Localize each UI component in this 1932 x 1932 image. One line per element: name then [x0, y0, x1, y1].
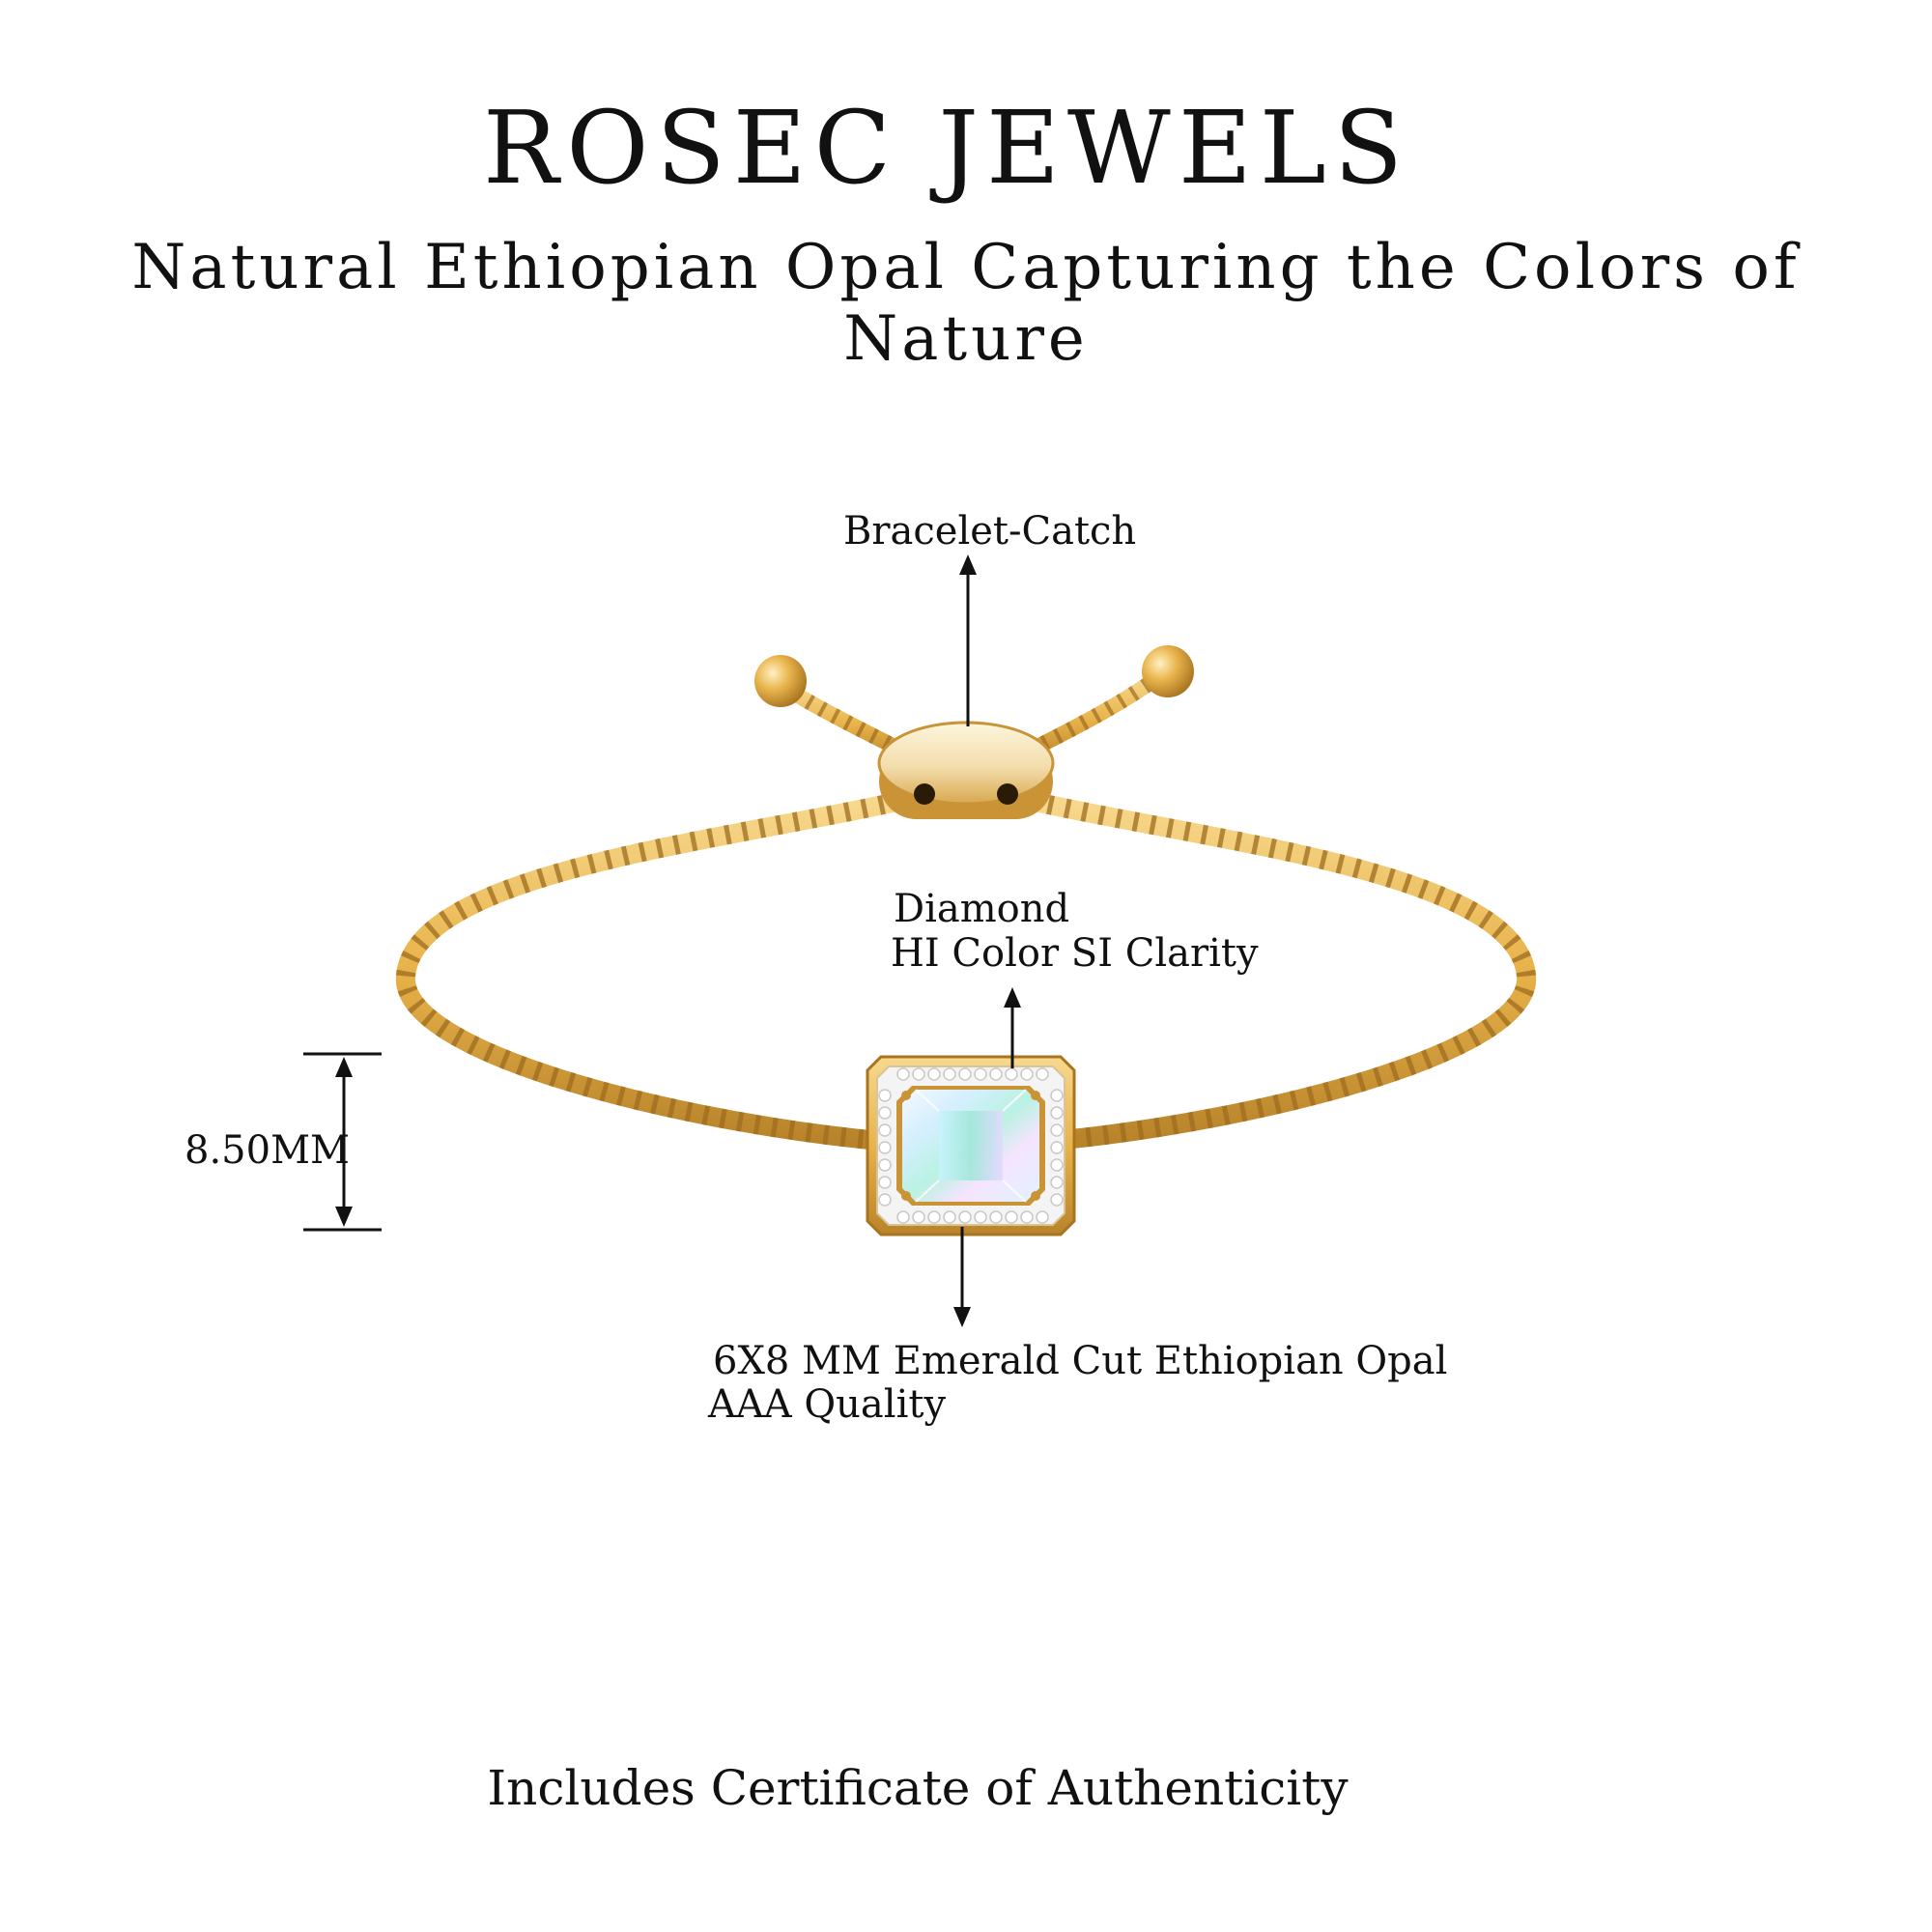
label-diamond-grade: HI Color SI Clarity — [891, 931, 1259, 976]
height-dimension — [303, 1052, 382, 1232]
certificate-note: Includes Certificate of Authenticity — [487, 1760, 1349, 1816]
bracelet-catch — [877, 721, 1055, 819]
callout-arrows — [953, 554, 1021, 1327]
label-height: 8.50MM — [185, 1128, 350, 1173]
label-diamond: Diamond — [894, 887, 1070, 931]
bracelet-chain — [395, 787, 1537, 1150]
opal-pendant — [866, 1055, 1076, 1236]
label-opal: 6X8 MM Emerald Cut Ethiopian Opal — [713, 1339, 1448, 1383]
bead-end-right — [1142, 645, 1194, 697]
label-opal-quality: AAA Quality — [708, 1382, 947, 1427]
diamond-halo — [878, 1067, 1064, 1224]
label-bracelet-catch: Bracelet-Catch — [843, 509, 1137, 554]
tagline: Natural Ethiopian Opal Capturing the Col… — [131, 232, 1801, 375]
bead-end-left — [754, 655, 807, 707]
brand-title: ROSEC JEWELS — [482, 89, 1411, 207]
